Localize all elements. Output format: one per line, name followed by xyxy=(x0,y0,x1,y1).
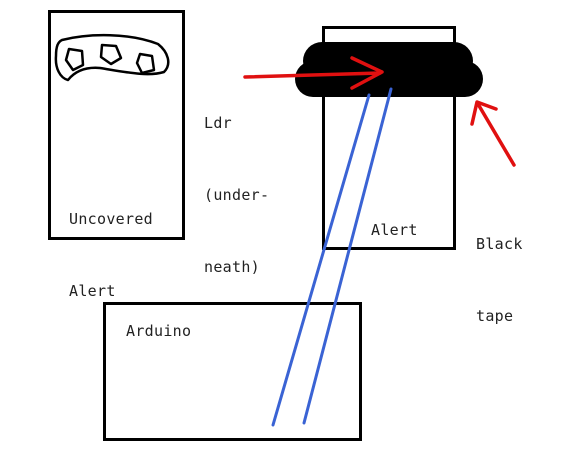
uncovered-alert-label: Uncovered Alert xyxy=(69,159,153,327)
ldr-label: Ldr (under- neath) xyxy=(204,63,269,303)
uncovered-alert-box xyxy=(48,10,185,240)
arduino-box xyxy=(103,302,362,441)
arduino-label: Arduino xyxy=(126,322,192,340)
black-tape xyxy=(295,42,483,97)
uncovered-alert-label-line1: Uncovered xyxy=(69,210,153,228)
ldr-label-line1: Ldr xyxy=(204,114,232,132)
wire-2 xyxy=(302,87,393,425)
black-tape-label-line2: tape xyxy=(476,307,514,325)
black-tape-label: Black tape xyxy=(476,184,523,352)
wire-1 xyxy=(271,93,371,427)
black-tape-label-line1: Black xyxy=(476,235,523,253)
ldr-label-line3: neath) xyxy=(204,258,260,276)
ldr-label-line2: (under- xyxy=(204,186,270,204)
ldr-arrow xyxy=(243,56,384,90)
alert-label: Alert xyxy=(371,221,418,239)
alert-box xyxy=(322,26,456,250)
tape-arrow xyxy=(470,100,516,167)
ldr-wires xyxy=(271,87,393,427)
uncovered-alert-label-line2: Alert xyxy=(69,282,116,300)
uncovered-sensor-sketch xyxy=(54,33,170,82)
